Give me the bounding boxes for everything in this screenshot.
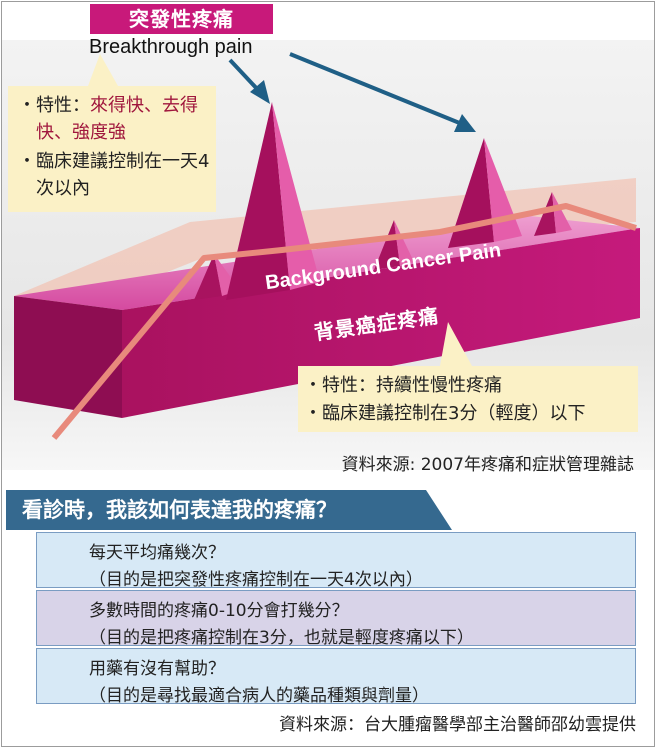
feature-label: 特性： [36,95,90,116]
callout-breakthrough-bubble [8,54,216,212]
callout-background-bubble [298,322,638,432]
peak-small-mid [374,220,414,270]
question-box: 多數時間的疼痛0-10分會打幾分？ （目的是把疼痛控制在3分，也就是輕度疼痛以下… [36,590,636,648]
bullet: ・ [18,95,36,116]
question-box: 用藥有沒有幫助？ （目的是尋找最適合病人的藥品種類與劑量） [36,648,636,706]
feature-text: 特性：持續性慢性疼痛 [322,375,502,396]
clinical-advice: 臨床建議控制在3分（輕度）以下 [322,403,586,424]
block-front-face [122,228,640,418]
bullet: ・ [304,375,322,396]
pain-line [51,203,637,440]
source-top: 資料來源: 2007年疼痛和症狀管理雜誌 [341,455,634,475]
title-breakthrough-zh: 突發性疼痛 [90,4,273,34]
source-bottom: 資料來源：台大腫瘤醫學部主治醫師邵幼雲提供 [279,715,636,735]
arrow-to-right-peak [289,52,476,132]
title-breakthrough-en: Breakthrough pain [89,36,253,58]
clinical-advice: 臨床建議控制在一天4次以內 [36,151,210,199]
question-purpose: （目的是把疼痛控制在3分，也就是輕度疼痛以下） [89,628,474,648]
question-box: 每天平均痛幾次？ （目的是把突發性疼痛控制在一天4次以內） [36,532,636,590]
question-text: 用藥有沒有幫助？ [89,659,225,679]
block-side-face [14,296,122,418]
question-purpose: （目的是把突發性疼痛控制在一天4次以內） [89,570,423,590]
feature-value: 來得快、去得快、強度強 [36,95,198,143]
arrow-to-left-peak [228,58,270,104]
pain-diagram [2,40,654,470]
question-text: 多數時間的疼痛0-10分會打幾分？ [89,601,349,621]
bullet: ・ [18,151,36,172]
questions-title: 看診時，我該如何表達我的疼痛？ [22,498,337,522]
question-purpose: （目的是尋找最適合病人的藥品種類與劑量） [89,686,429,706]
questions-banner [6,490,452,530]
peak-small-right [534,192,572,236]
callout-breakthrough: ・ 特性：來得快、去得快、強度強 ・ 臨床建議控制在一天4次以內 [18,92,210,202]
callout-background: ・ 特性：持續性慢性疼痛 ・ 臨床建議控制在3分（輕度）以下 [304,372,634,428]
bullet: ・ [304,403,322,424]
question-text: 每天平均痛幾次？ [89,543,225,563]
